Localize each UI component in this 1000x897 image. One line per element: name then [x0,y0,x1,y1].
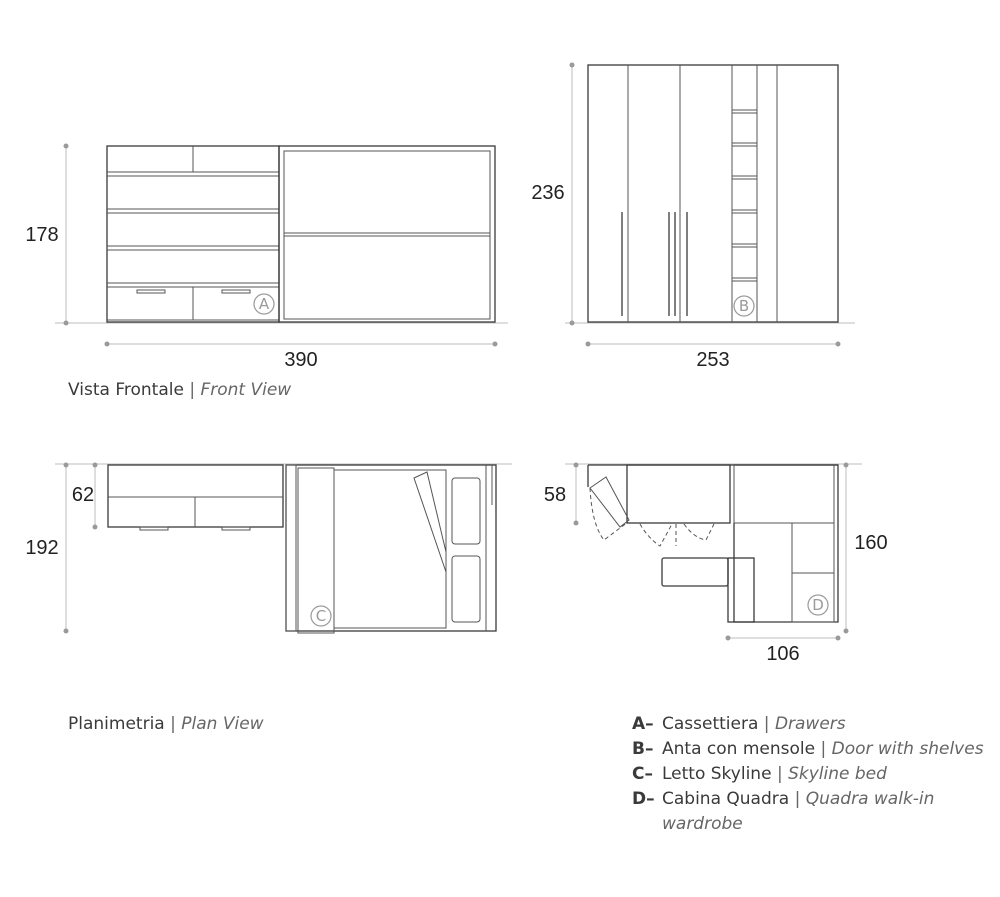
marker-a [253,293,275,315]
plan-view-caption: Planimetria | Plan View [68,714,264,734]
legend-sep: | [763,714,770,734]
marker-d-label: D [812,596,824,614]
legend-it: Anta con mensole [662,739,816,759]
plan-view-drawers-bed: C 62 192 [25,462,512,634]
legend-item: B– Anta con mensole | Door with shelves [632,737,992,762]
legend-it: Cabina Quadra [662,789,790,809]
marker-d [807,594,829,616]
plan-left-depth-total: 192 [25,537,58,559]
legend-text: Letto Skyline | Skyline bed [662,762,887,787]
plan-view-walkin-wardrobe: D 58 160 106 [544,462,888,665]
legend-sep: | [776,764,783,784]
marker-c-label: C [316,607,326,625]
front-left-width: 390 [284,349,317,371]
plan-right-depth-total: 160 [854,532,887,554]
plan-view-caption-sep: | [170,714,176,734]
marker-b-label: B [739,297,749,315]
legend-key: D– [632,789,655,809]
front-right-height: 236 [531,182,564,204]
plan-right-depth-small: 58 [544,484,566,506]
marker-b [733,295,755,317]
front-right-width: 253 [696,349,729,371]
legend-sep: | [820,739,827,759]
legend-en: Skyline bed [788,764,887,784]
legend-item: D– Cabina Quadra | Quadra walk-in wardro… [632,787,992,837]
marker-c [310,605,332,627]
legend-item: C– Letto Skyline | Skyline bed [632,762,992,787]
front-view-drawers-bed: A 178 390 [25,143,508,371]
front-left-height: 178 [25,224,58,246]
legend-item: A– Cassettiera | Drawers [632,712,992,737]
legend-key: A– [632,714,654,734]
front-view-caption: Vista Frontale | Front View [68,380,291,400]
legend-en: Door with shelves [831,739,984,759]
legend-text: Cassettiera | Drawers [662,712,846,737]
legend-it: Letto Skyline [662,764,772,784]
plan-left-depth-small: 62 [72,484,94,506]
plan-right-width: 106 [766,643,799,665]
legend-text: Anta con mensole | Door with shelves [662,737,984,762]
legend-sep: | [794,789,801,809]
front-view-caption-sep: | [189,380,196,400]
front-view-caption-it: Vista Frontale [68,380,184,400]
plan-view-caption-en: Plan View [181,714,264,734]
marker-a-label: A [259,295,270,313]
front-view-door-shelves: B 236 253 [531,62,855,371]
legend-key: C– [632,764,653,784]
plan-view-caption-it: Planimetria [68,714,165,734]
legend-en: Drawers [774,714,846,734]
legend: A– Cassettiera | Drawers B– Anta con men… [632,712,992,837]
legend-text: Cabina Quadra | Quadra walk-in wardrobe [662,787,962,837]
legend-it: Cassettiera [662,714,759,734]
legend-key: B– [632,739,654,759]
front-view-caption-en: Front View [200,380,292,400]
legend-en: Quadra walk-in wardrobe [662,789,935,834]
